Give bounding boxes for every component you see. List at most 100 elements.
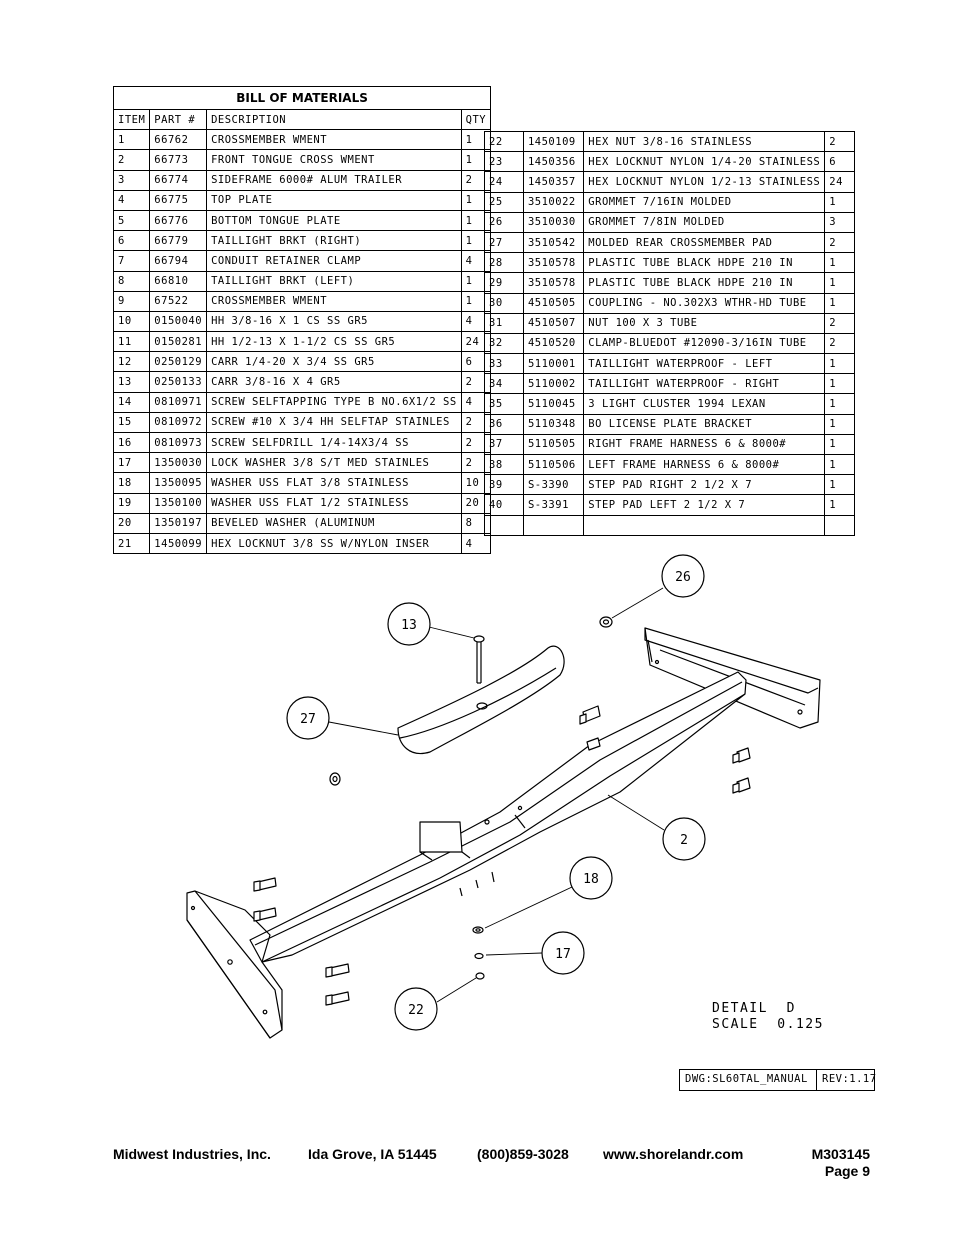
bom-cell-quantity: 1 (824, 413, 855, 435)
bom-table-left: BILL OF MATERIALS ITEM PART # DESCRIPTIO… (112, 86, 492, 555)
bom-cell-description: HEX LOCKNUT 3/8 SS W/NYLON INSER (206, 532, 462, 555)
bom-cell-item-number: 13 (112, 371, 151, 393)
bom-cell-part-number: 1450356 (522, 151, 585, 173)
callout-2-label: 2 (680, 833, 688, 848)
bom-cell-quantity: 1 (824, 191, 855, 213)
bom-cell-part-number: 1450357 (522, 171, 585, 193)
detail-label: DETAIL D SCALE 0.125 (712, 1001, 824, 1033)
bom-cell-description: HEX LOCKNUT NYLON 1/2-13 STAINLESS (583, 171, 826, 193)
title-block: DWG:SL60TAL_MANUAL REV:1.17 (679, 1069, 877, 1091)
detail-title: DETAIL D (712, 1001, 796, 1016)
bom-cell-description: STEP PAD RIGHT 2 1/2 X 7 (583, 474, 826, 496)
nuts-and-washers (329, 616, 613, 980)
rear-crossmember (186, 890, 283, 1039)
bom-cell-quantity: 24 (824, 171, 855, 193)
bom-cell-item-number: 31 (484, 312, 524, 334)
bom-cell-part-number: 3510578 (522, 252, 585, 274)
footer-page-number: Page 9 (824, 1163, 870, 1179)
crossmember-pad (397, 645, 565, 754)
bom-cell-item-number: 24 (484, 171, 524, 193)
bom-cell-description (583, 514, 826, 536)
bom-cell-item-number: 15 (112, 411, 151, 434)
bom-cell-part-number: 0250129 (149, 351, 208, 373)
bom-cell-item-number: 16 (112, 431, 151, 454)
drawing-number: DWG:SL60TAL_MANUAL (680, 1070, 817, 1090)
bom-cell-part-number: 1350095 (149, 472, 208, 494)
bom-cell-part-number: 66774 (149, 169, 208, 191)
bom-cell-part-number: 4510520 (522, 332, 585, 355)
bom-cell-item-number: 4 (112, 189, 151, 211)
bom-cell-part-number: 4510505 (522, 292, 585, 314)
callout-13-label: 13 (401, 618, 417, 633)
bom-cell-item-number: 11 (112, 331, 151, 353)
tongue-beam (249, 671, 747, 963)
leader-lines (328, 587, 665, 1003)
bom-cell-item-number: 19 (112, 492, 151, 514)
footer-website[interactable]: www.shorelandr.com (603, 1146, 744, 1162)
callout-26: 26 (661, 554, 705, 598)
bom-cell-item-number: 10 (112, 310, 151, 333)
bom-cell-item-number: 5 (112, 209, 151, 232)
footer-phone: (800)859-3028 (477, 1146, 569, 1162)
bom-cell-part-number: 5110348 (522, 413, 585, 435)
bom-cell-part-number: 0810973 (149, 431, 208, 454)
bom-cell-part-number: 1450109 (522, 130, 585, 153)
bom-cell-description: SCREW SELFTAPPING TYPE B NO.6X1/2 SS (206, 391, 462, 413)
bom-cell-description: SCREW #10 X 3/4 HH SELFTAP STAINLES (206, 411, 462, 434)
bom-cell-part-number: 5110002 (522, 373, 585, 395)
bom-cell-item-number: 2 (112, 149, 151, 171)
bom-cell-description: TAILLIGHT WATERPROOF - RIGHT (583, 373, 826, 395)
bom-cell-quantity: 3 (824, 211, 855, 233)
callout-17: 17 (541, 931, 585, 975)
bom-cell-quantity: 1 (824, 373, 855, 395)
bom-cell-description: LOCK WASHER 3/8 S/T MED STAINLES (206, 452, 462, 474)
bom-cell-part-number: 1450099 (149, 532, 208, 555)
bom-cell-part-number: 3510030 (522, 211, 585, 233)
bom-cell-quantity (824, 514, 855, 536)
header-qty: QTY (460, 108, 492, 131)
bom-cell-part-number: S-3391 (522, 494, 585, 516)
footer-city: Ida Grove, IA 51445 (308, 1146, 437, 1162)
callout-22: 22 (394, 987, 438, 1031)
bom-cell-description: COUPLING - NO.302X3 WTHR-HD TUBE (583, 292, 826, 314)
callout-27-label: 27 (300, 712, 316, 727)
bom-cell-part-number: 67522 (149, 290, 208, 312)
callout-18-label: 18 (583, 872, 599, 887)
callout-13: 13 (387, 602, 431, 646)
callout-17-label: 17 (555, 947, 571, 962)
revision: REV:1.17 (822, 1073, 877, 1085)
bom-cell-quantity: 20 (460, 492, 492, 514)
callout-27: 27 (286, 696, 330, 740)
callout-18: 18 (569, 856, 613, 900)
bom-title: BILL OF MATERIALS (112, 86, 492, 110)
bom-cell-part-number: S-3390 (522, 474, 585, 496)
bom-cell-item-number: 22 (484, 130, 524, 153)
callout-26-label: 26 (675, 570, 691, 585)
bom-cell-description: HH 3/8-16 X 1 CS SS GR5 (206, 310, 462, 333)
footer-doc-number: M303145 (811, 1146, 870, 1162)
bom-cell-description: CARR 3/8-16 X 4 GR5 (206, 371, 462, 393)
bom-cell-item-number: 18 (112, 472, 151, 494)
bom-cell-item-number: 20 (112, 512, 151, 534)
bom-cell-quantity: 24 (460, 331, 492, 353)
